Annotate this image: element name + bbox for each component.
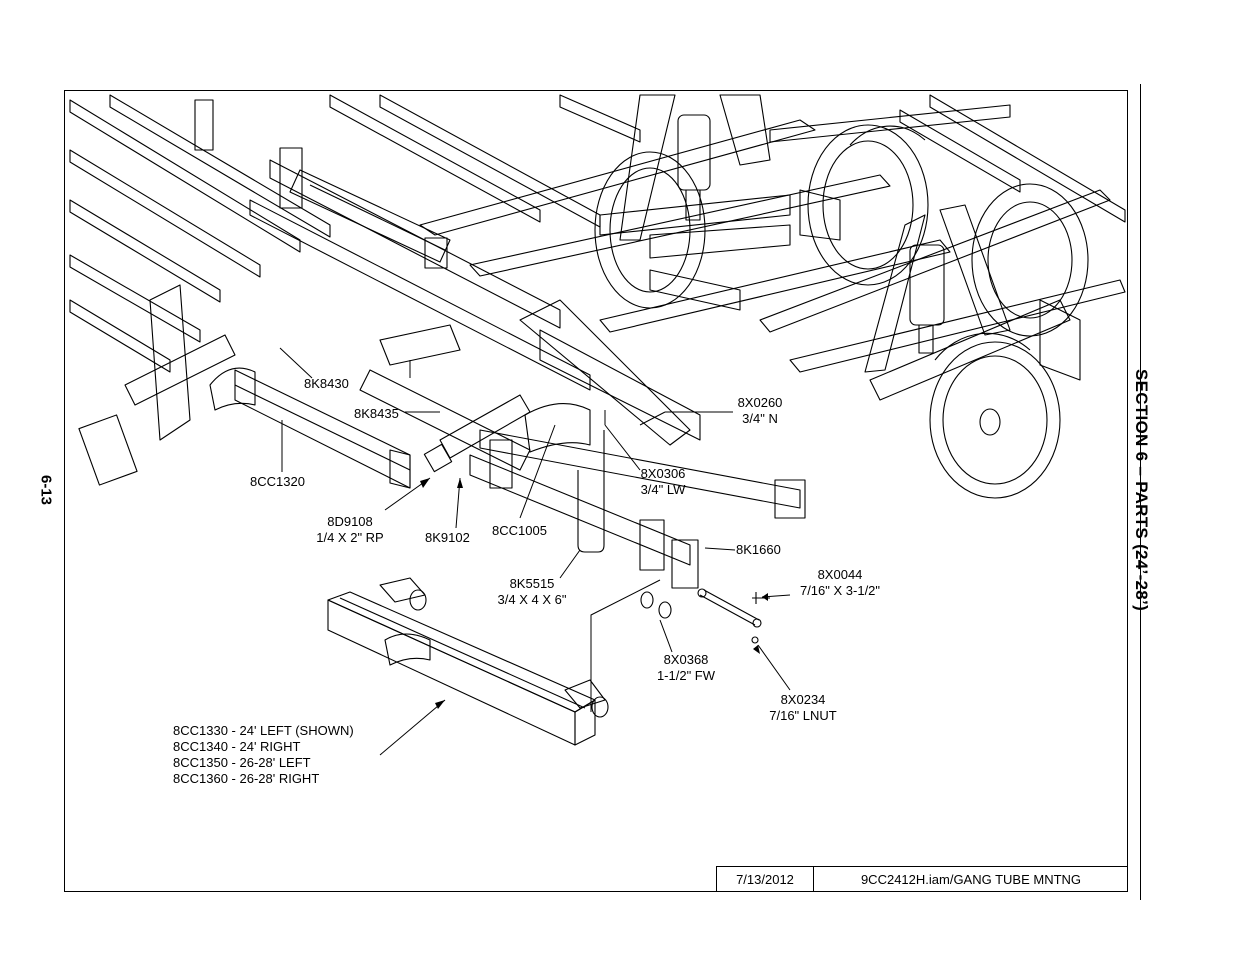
callout-8d9108-desc: 1/4 X 2" RP (316, 530, 384, 545)
callout-8d9108-part: 8D9108 (327, 514, 373, 529)
callout-8cc1005: 8CC1005 (492, 523, 547, 538)
callout-8x0044-part: 8X0044 (817, 567, 863, 582)
callout-list-item: 8CC1350 - 26-28' LEFT (173, 755, 311, 770)
upper-hydraulic-cylinder (194, 99, 451, 269)
callout-8d9108: 8D9108 1/4 X 2" RP (310, 514, 390, 546)
callout-8x0044: 8X0044 7/16" X 3-1/2" (790, 567, 890, 599)
callout-list-item: 8CC1340 - 24' RIGHT (173, 739, 301, 754)
callout-8k8430: 8K8430 (304, 376, 349, 391)
drawing-file-name: 9CC2412H.iam/GANG TUBE MNTNG (860, 872, 1082, 887)
callout-8k5515-desc: 3/4 X 4 X 6" (497, 592, 567, 607)
drawing-date: 7/13/2012 (717, 867, 814, 892)
margin-rule (1140, 84, 1141, 900)
callout-8x0306-desc: 3/4" LW (640, 482, 686, 497)
callout-8cc1330-list: 8CC1330 - 24' LEFT (SHOWN) 8CC1340 - 24'… (173, 723, 354, 787)
callout-8x0260-desc: 3/4" N (742, 411, 778, 426)
callout-list-item: 8CC1330 - 24' LEFT (SHOWN) (173, 723, 354, 738)
callout-list-item: 8CC1360 - 26-28' RIGHT (173, 771, 320, 786)
gang-tube-mount-assembly (78, 284, 801, 644)
callout-8k8435: 8K8435 (354, 406, 399, 421)
callout-8x0368-part: 8X0368 (663, 652, 709, 667)
callout-8x0368: 8X0368 1-1/2" FW (648, 652, 724, 684)
drawing-border (64, 90, 1128, 892)
title-block: 7/13/2012 9CC2412H.iam/GANG TUBE MNTNG (716, 866, 1128, 892)
callout-8x0044-desc: 7/16" X 3-1/2" (799, 583, 881, 598)
callout-8k5515: 8K5515 3/4 X 4 X 6" (487, 576, 577, 608)
callout-8x0306: 8X0306 3/4" LW (632, 466, 694, 498)
page-number-text: 6-13 (37, 474, 55, 506)
main-frame-rails (69, 94, 1126, 391)
callout-8x0260: 8X0260 3/4" N (730, 395, 790, 427)
gang-tube-8cc1330 (327, 577, 609, 746)
callout-8k9102: 8K9102 (425, 530, 470, 545)
callout-arrowheads (420, 478, 768, 709)
callout-8x0234-part: 8X0234 (780, 692, 826, 707)
callout-8cc1320: 8CC1320 (250, 474, 305, 489)
callout-8k1660: 8K1660 (736, 542, 781, 557)
callout-8x0234: 8X0234 7/16" LNUT (758, 692, 848, 724)
callout-8x0306-part: 8X0306 (640, 466, 686, 481)
callout-8x0368-desc: 1-1/2" FW (656, 668, 716, 683)
callout-leaders (279, 347, 791, 756)
callout-8k5515-part: 8K5515 (509, 576, 555, 591)
section-title-text: SECTION 6 – PARTS (24’-28’) (1132, 368, 1151, 612)
callout-8x0234-desc: 7/16" LNUT (769, 708, 837, 723)
axle-assembly (599, 189, 1081, 519)
callout-8x0260-part: 8X0260 (737, 395, 783, 410)
